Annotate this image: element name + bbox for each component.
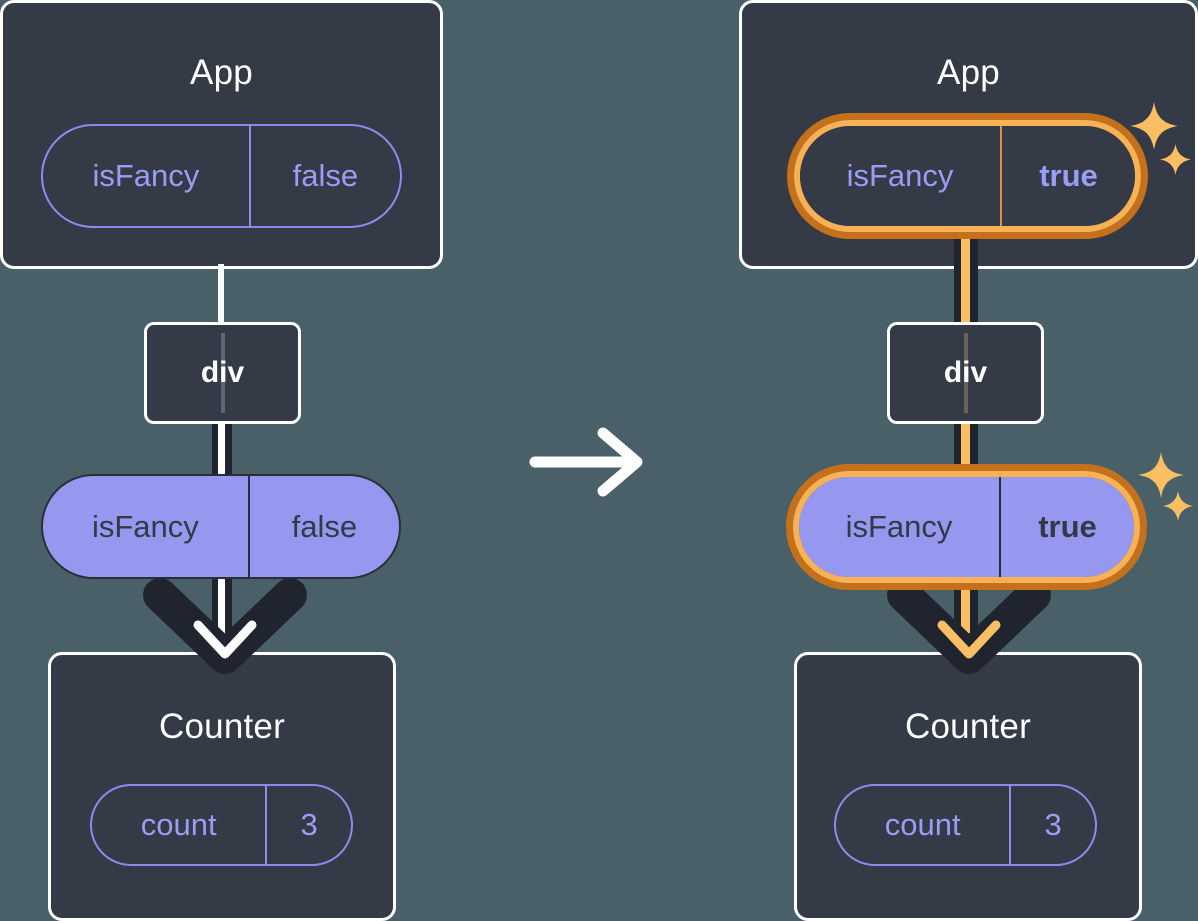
app-state-pill-before[interactable]: isFancy false: [41, 124, 402, 228]
down-arrow-icon-after: [887, 578, 1051, 674]
prop-pill-after[interactable]: isFancy true: [786, 464, 1147, 590]
transition-right-arrow-icon: [529, 427, 643, 497]
pill-value-after-app: true: [1000, 126, 1135, 226]
pill-value-before-prop: false: [247, 476, 399, 577]
connector-div-to-pill-core-after: [961, 420, 970, 482]
down-arrow-icon-before: [143, 578, 307, 674]
sparkle-small-icon-prop: [1163, 491, 1193, 521]
prop-pill-before[interactable]: isFancy false: [41, 474, 401, 579]
app-state-pill-after[interactable]: isFancy true: [787, 113, 1148, 239]
div-node-after[interactable]: div: [887, 322, 1044, 424]
pill-name-after-prop: isFancy: [845, 509, 953, 544]
sparkle-large-icon-prop: [1138, 452, 1184, 498]
pill-name-after-counter: count: [884, 807, 961, 842]
highlight-ring-inner-prop: [793, 471, 1140, 583]
highlight-ring-outer-app: [787, 113, 1148, 239]
counter-state-pill-after[interactable]: count 3: [834, 784, 1097, 866]
connector-pill-to-counter-core-after: [961, 572, 970, 664]
counter-state-pill-before[interactable]: count 3: [90, 784, 353, 866]
counter-title-before: Counter: [159, 707, 285, 746]
connector-app-to-div-core-after: [961, 215, 970, 330]
pill-value-after-counter: 3: [1009, 786, 1095, 864]
prop-pill-body-after: isFancy true: [799, 477, 1134, 577]
pill-name-after-app: isFancy: [846, 158, 954, 193]
pill-name-before-app: isFancy: [92, 158, 200, 193]
div-inner-connector-before: [220, 333, 225, 413]
app-state-pill-body-after: isFancy true: [800, 126, 1135, 226]
div-label-after: div: [943, 356, 988, 389]
div-inner-connector-after: [963, 333, 968, 413]
pill-name-before-prop: isFancy: [91, 508, 199, 544]
pill-value-after-prop: true: [999, 477, 1134, 577]
pill-value-before-app: false: [248, 126, 400, 226]
app-title-after: App: [937, 53, 1000, 92]
pill-name-before-counter: count: [140, 807, 217, 842]
connector-app-to-div-before: [218, 264, 224, 328]
pill-value-before-counter: 3: [265, 786, 351, 864]
highlight-ring-outer-prop: [786, 464, 1147, 590]
sparkle-small-icon-app: [1160, 144, 1191, 175]
connector-pill-to-counter-core-before: [218, 572, 225, 664]
connector-div-to-pill-core-before: [218, 420, 225, 482]
div-node-before[interactable]: div: [144, 322, 301, 424]
app-title-before: App: [190, 53, 253, 92]
counter-title-after: Counter: [905, 707, 1031, 746]
div-label-before: div: [200, 356, 245, 389]
highlight-ring-inner-app: [794, 120, 1141, 232]
sparkle-large-icon-app: [1130, 102, 1178, 150]
